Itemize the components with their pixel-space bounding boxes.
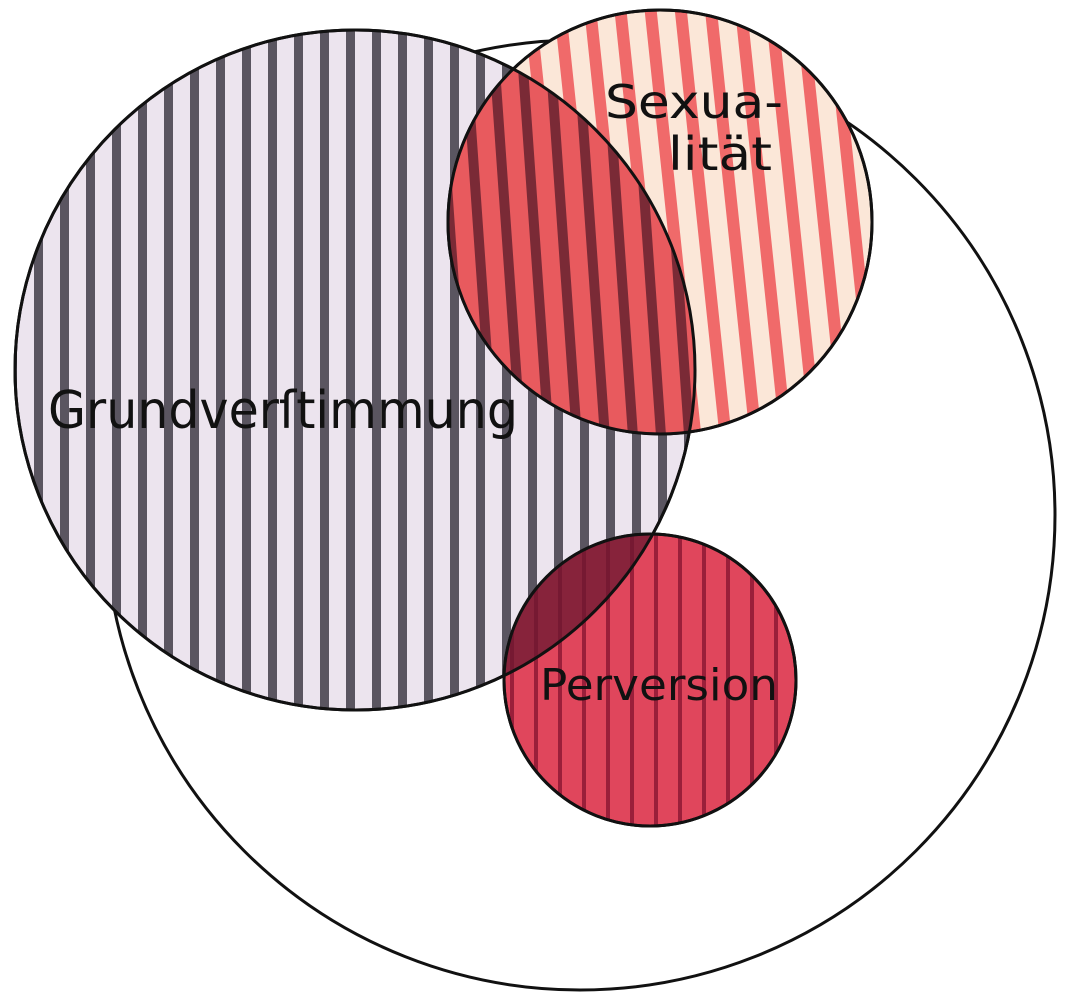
label-sexualitaet-line1: Sexua- — [605, 75, 783, 129]
label-perversion: Perversion — [540, 660, 778, 711]
perversion-outline — [502, 532, 798, 828]
sexualitaet-outline — [446, 8, 874, 436]
label-grundverstimmung: Grundverſtimmung — [48, 381, 518, 441]
grundverstimmung-outline — [13, 28, 697, 712]
label-sexualitaet-line2: lität — [668, 127, 772, 181]
